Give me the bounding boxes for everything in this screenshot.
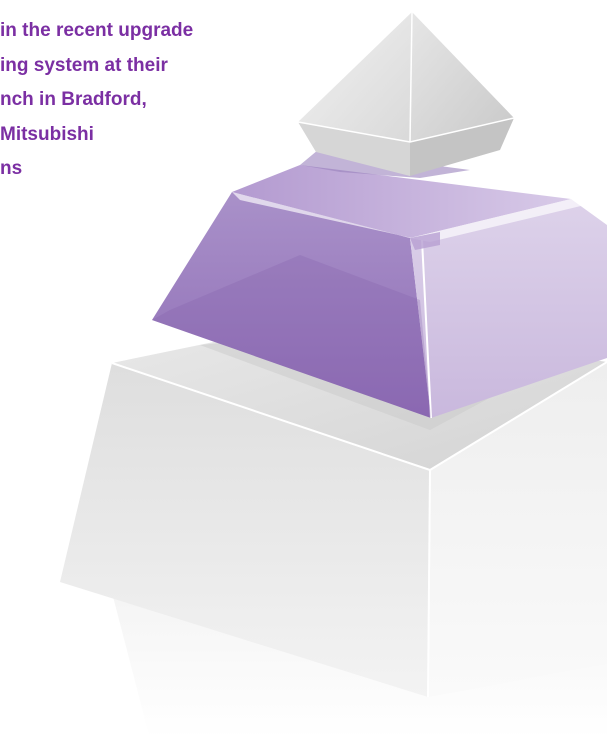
- headline-line: ing system at their: [0, 54, 168, 76]
- headline-line: ns: [0, 158, 23, 179]
- headline-text: in the recent upgrade ing system at thei…: [0, 14, 330, 187]
- headline-line: in the recent upgrade: [0, 20, 194, 41]
- headline-line: Mitsubishi: [0, 123, 94, 145]
- headline-line: nch in Bradford,: [0, 89, 147, 110]
- pyramid-tier-top: [297, 11, 515, 176]
